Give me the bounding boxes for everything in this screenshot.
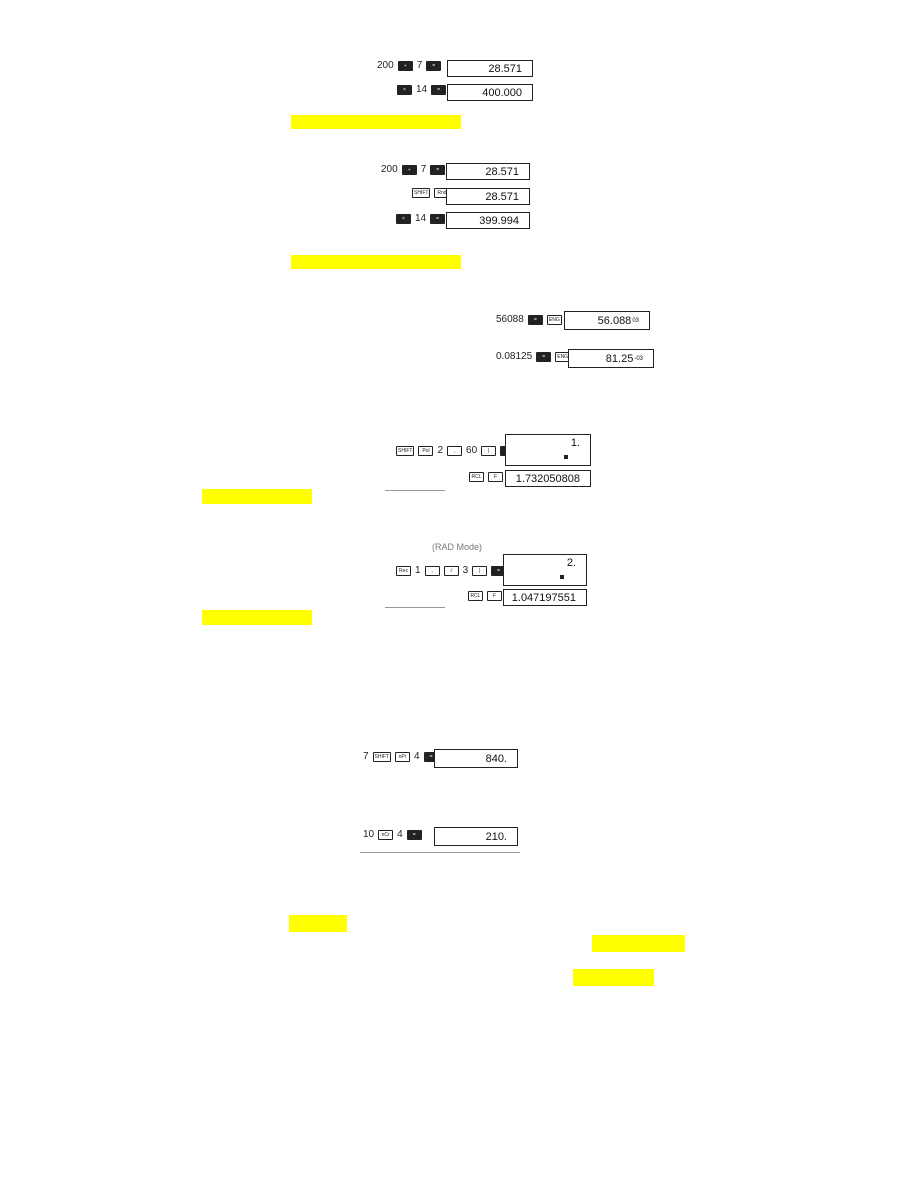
ex2-display-3: 399.994 <box>446 212 530 229</box>
ncr-key-icon: nCr <box>378 829 394 840</box>
rec-key-icon: Rec <box>396 565 411 576</box>
ex2-display-1: 28.571 <box>446 163 530 180</box>
ex4-number-a: 2 <box>437 445 444 456</box>
f-key-icon: F <box>487 591 502 601</box>
ex3-keystroke-row-1: 56088 = ENG <box>494 314 564 325</box>
equals-key-icon: = <box>430 164 446 175</box>
highlight-redaction <box>592 935 685 952</box>
eng-key-icon: ENG <box>546 314 562 325</box>
comma-key-icon: , <box>424 565 440 576</box>
ex1-keystroke-row-1: 200 ÷ 7 = <box>375 60 443 71</box>
f-key-icon: F <box>488 472 503 482</box>
scan-artifact <box>385 490 445 491</box>
ex7-keystroke-row: 10 nCr 4 = <box>361 829 424 840</box>
equals-key-icon: = <box>430 213 446 224</box>
close-paren-key-icon: ) <box>472 565 488 576</box>
ex4-display-1-value: 1. <box>570 437 580 449</box>
pol-key-icon: Pol <box>418 445 434 456</box>
indicator-mark-icon <box>564 455 568 459</box>
shift-key-icon: SHIFT <box>412 188 431 198</box>
ex4-display-1: 1. <box>505 434 591 466</box>
equals-key-icon: = <box>406 829 422 840</box>
ex5-display-2: 1.047197551 <box>503 589 587 606</box>
ex1-number: 14 <box>416 84 428 95</box>
scan-artifact <box>385 607 445 608</box>
ex3-number-1: 56088 <box>496 314 524 325</box>
ex2-keystroke-row-1: 200 ÷ 7 = <box>379 164 447 175</box>
ex1-keystroke-row-2: × 14 = <box>395 84 448 95</box>
equals-key-icon: = <box>527 314 543 325</box>
npr-key-icon: nPr <box>395 751 411 762</box>
comma-key-icon: , <box>447 445 463 456</box>
ex2-keystroke-row-3: × 14 = <box>394 213 447 224</box>
ex5-number-a: 1 <box>415 565 421 576</box>
ex5-display-1-value: 2. <box>566 557 576 569</box>
indicator-mark-icon <box>560 575 564 579</box>
highlight-redaction <box>291 255 461 269</box>
highlight-redaction <box>202 489 312 504</box>
ex5-header-fragment: (RAD Mode) <box>432 542 483 552</box>
ex6-keystroke-row: 7 SHIFT nPr 4 = <box>361 751 441 762</box>
ex4-keystroke-row-1: SHIFT Pol 2 , 60 ) = <box>394 445 517 456</box>
equals-key-icon: = <box>426 60 442 71</box>
ex3-mantissa-1: 56.088 <box>597 314 632 327</box>
ex4-number-b: 60 <box>466 445 478 456</box>
rcl-key-icon: RCL <box>468 591 483 601</box>
ex4-keystroke-row-2: RCL F <box>467 472 505 482</box>
ex5-keystroke-row-2: RCL F <box>466 591 504 601</box>
ex3-exponent-1: 03 <box>632 317 639 324</box>
ex7-number-a: 10 <box>363 829 375 840</box>
ex3-exponent-2: -03 <box>634 355 643 362</box>
ex1-number-a: 200 <box>377 60 394 71</box>
ex1-number-b: 7 <box>416 60 423 71</box>
ex2-number: 14 <box>415 213 427 224</box>
ex2-number-b: 7 <box>420 164 427 175</box>
divide-key-icon: ÷ <box>397 60 413 71</box>
highlight-redaction <box>202 610 312 625</box>
ex2-number-a: 200 <box>381 164 398 175</box>
ex7-number-b: 4 <box>397 829 403 840</box>
shift-key-icon: SHIFT <box>396 445 415 456</box>
ex5-display-1: 2. <box>503 554 587 586</box>
ex7-display: 210. <box>434 827 518 846</box>
scan-artifact <box>360 852 520 853</box>
ex5-number-b: 3 <box>462 565 469 576</box>
ex3-display-2: 81.25-03 <box>568 349 654 368</box>
ex1-display-1: 28.571 <box>447 60 533 77</box>
ex2-display-2: 28.571 <box>446 188 530 205</box>
ex6-display: 840. <box>434 749 518 768</box>
shift-key-icon: SHIFT <box>372 751 392 762</box>
sqrt-key-icon: √ <box>443 565 459 576</box>
close-paren-key-icon: ) <box>481 445 497 456</box>
rcl-key-icon: RCL <box>469 472 484 482</box>
equals-key-icon: = <box>536 351 552 362</box>
multiply-key-icon: × <box>396 213 411 224</box>
ex6-number-b: 4 <box>414 751 420 762</box>
multiply-key-icon: × <box>397 84 412 95</box>
highlight-redaction <box>289 915 347 932</box>
ex4-display-2: 1.732050808 <box>505 470 591 487</box>
equals-key-icon: = <box>431 84 447 95</box>
ex1-display-2: 400.000 <box>447 84 533 101</box>
divide-key-icon: ÷ <box>401 164 417 175</box>
ex3-keystroke-row-2: 0.08125 = ENG <box>494 351 572 362</box>
ex3-number-2: 0.08125 <box>496 351 533 362</box>
highlight-redaction <box>573 969 654 986</box>
ex5-keystroke-row-1: Rec 1 , √ 3 ) = <box>394 565 508 576</box>
ex3-mantissa-2: 81.25 <box>605 352 634 365</box>
highlight-redaction <box>291 115 461 129</box>
ex6-number-a: 7 <box>363 751 369 762</box>
